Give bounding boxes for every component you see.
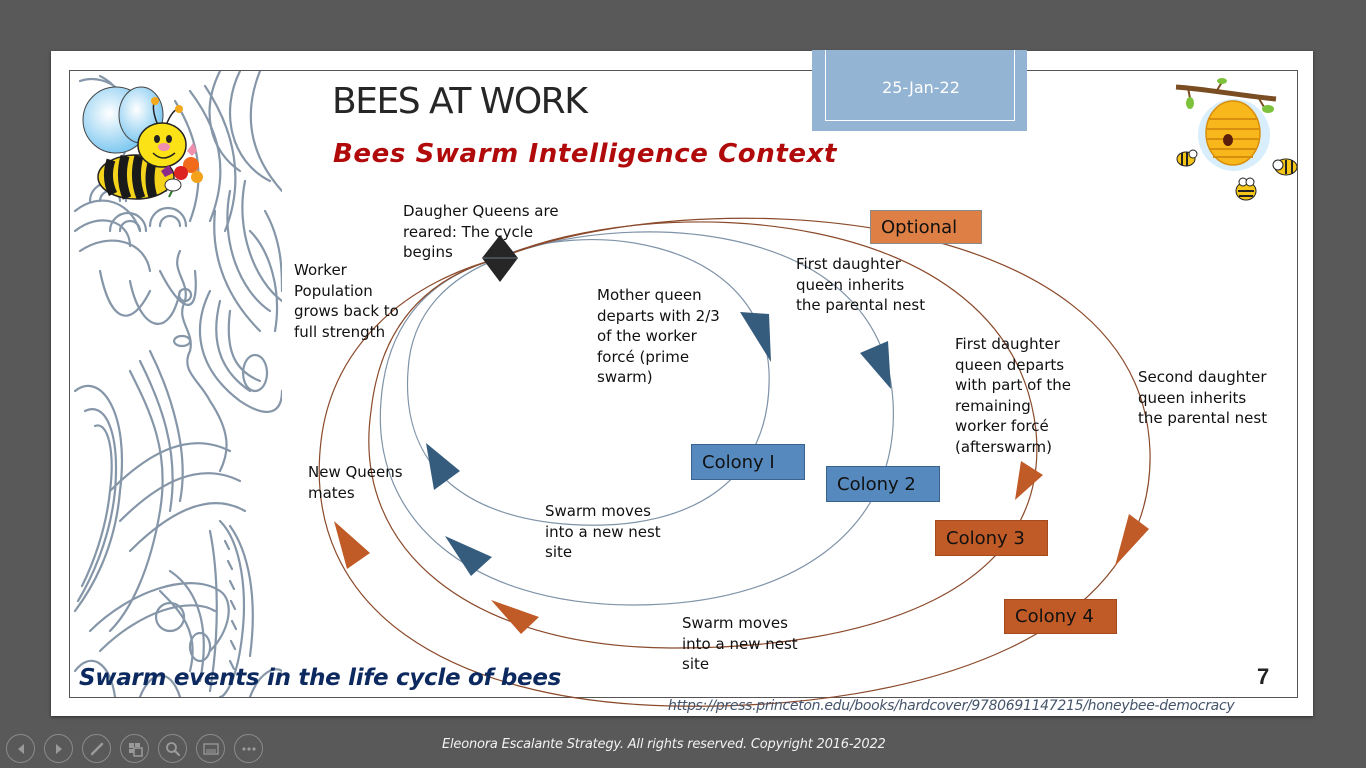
more-options-icon: [241, 746, 256, 751]
slide-number: 7: [1257, 664, 1270, 689]
colony-4-label: Colony 4: [1015, 606, 1094, 627]
source-link[interactable]: https://press.princeton.edu/books/hardco…: [668, 698, 1235, 714]
previous-icon: [17, 743, 24, 754]
see-all-slides-button[interactable]: [120, 734, 149, 763]
label-worker-population: Worker Population grows back to full str…: [294, 261, 399, 341]
pen-tool-button[interactable]: [82, 734, 111, 763]
pen-icon: [90, 742, 103, 755]
slide-title: BEES AT WORK: [332, 81, 588, 122]
optional-box-label: Optional: [881, 216, 958, 238]
colony-4-box: Colony 4: [1004, 599, 1117, 634]
see-all-slides-icon: [128, 742, 143, 757]
label-daughter-queens-reared: Daugher Queens are reared: The cycle beg…: [403, 202, 559, 261]
colony-3-label: Colony 3: [946, 527, 1025, 549]
colony-1-label: Colony I: [702, 451, 775, 473]
colony-2-box: Colony 2: [826, 466, 940, 502]
colony-3-box: Colony 3: [935, 520, 1048, 556]
next-slide-button[interactable]: [44, 734, 73, 763]
more-options-button[interactable]: [234, 734, 263, 763]
slide[interactable]: 25-Jan-22 BEES AT WORK Bees Swarm Intell…: [51, 50, 1313, 716]
colony-1-box: Colony I: [691, 444, 805, 480]
label-second-daughter-inherits: Second daughter queen inherits the paren…: [1138, 368, 1268, 427]
label-new-queens-mates: New Queens mates: [308, 463, 403, 502]
zoom-icon: [165, 741, 180, 756]
label-first-daughter-departs: First daughter queen departs with part o…: [955, 335, 1071, 456]
label-swarm-moves-2: Swarm moves into a new nest site: [682, 614, 798, 673]
label-mother-queen-departs: Mother queen departs with 2/3 of the wor…: [597, 286, 720, 386]
subtitles-icon: [202, 742, 219, 755]
label-first-daughter-inherits: First daughter queen inherits the parent…: [796, 255, 926, 314]
zoom-button[interactable]: [158, 734, 187, 763]
optional-box: Optional: [870, 210, 982, 244]
previous-slide-button[interactable]: [6, 734, 35, 763]
colony-2-label: Colony 2: [837, 473, 916, 495]
date-placeholder: 25-Jan-22: [812, 50, 1027, 131]
beehive-illustration: [1166, 77, 1301, 207]
slideshow-controls: [6, 734, 263, 763]
next-icon: [55, 743, 62, 754]
bee-with-flowers-illustration: [81, 85, 211, 205]
subtitles-button[interactable]: [196, 734, 225, 763]
slide-subtitle: Bees Swarm Intelligence Context: [333, 139, 838, 169]
label-swarm-moves-1: Swarm moves into a new nest site: [545, 502, 661, 561]
slide-date: 25-Jan-22: [882, 78, 960, 97]
copyright-notice: Eleonora Escalante Strategy. All rights …: [442, 737, 886, 752]
slide-caption: Swarm events in the life cycle of bees: [79, 665, 562, 691]
